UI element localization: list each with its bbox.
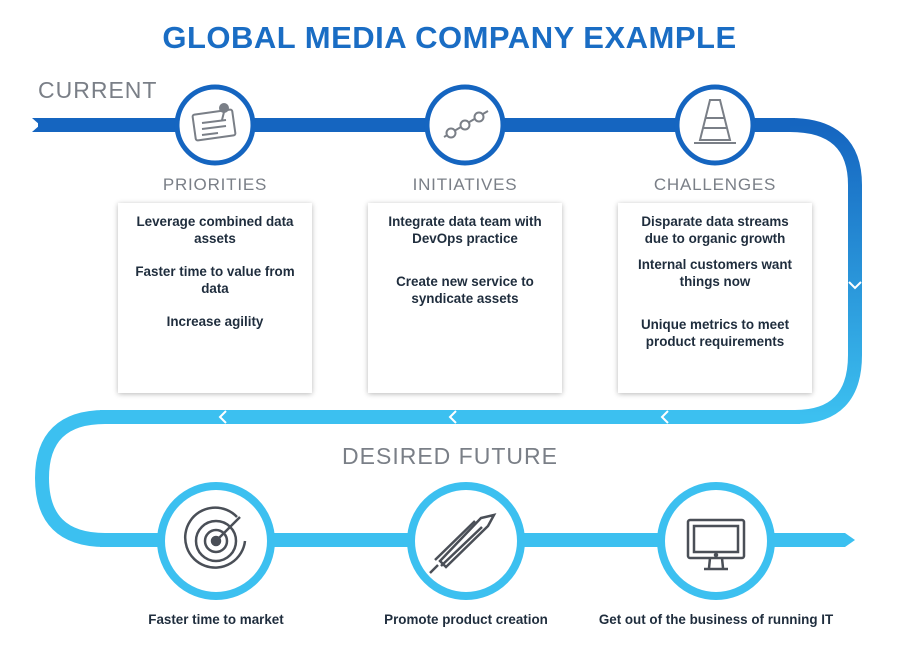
card-item: Internal customers want things now (637, 257, 793, 289)
future-icon-circle-2 (407, 482, 525, 600)
future-item-label: Promote product creation (384, 612, 548, 627)
future-icon-circle-3 (657, 482, 775, 600)
card-item: Leverage combined data assets (136, 214, 294, 246)
current-section-label: CURRENT (38, 77, 158, 103)
traffic-cone-icon (694, 99, 736, 144)
card-item: Integrate data team with DevOps practice (388, 214, 542, 246)
down-chevron-icon (848, 281, 862, 290)
challenges-icon-circle (674, 84, 756, 166)
card-item: Increase agility (166, 314, 264, 329)
right-turn-path (789, 118, 862, 424)
future-item-label: Get out of the business of running IT (598, 612, 834, 627)
left-chevron-icon (448, 410, 457, 424)
challenges-card: Disparate data streams due to organic gr… (618, 203, 812, 393)
priorities-card: Leverage combined data assets Faster tim… (118, 203, 312, 393)
radar-speed-icon (183, 506, 247, 569)
card-item: Unique metrics to meet product requireme… (640, 317, 790, 349)
card-item: Faster time to value from data (135, 264, 295, 296)
future-icon-circle-1 (157, 482, 275, 600)
left-turn-path (34, 410, 106, 547)
page-title: GLOBAL MEDIA COMPANY EXAMPLE (162, 20, 737, 55)
future-item-label: Faster time to market (148, 612, 284, 627)
priorities-icon-circle (174, 84, 256, 166)
initiatives-icon-circle (424, 84, 506, 166)
pencil-icon (429, 513, 497, 574)
card-item: Create new service to syndicate assets (396, 274, 534, 306)
left-chevron-icon (218, 410, 227, 424)
pinned-note-icon (191, 103, 237, 142)
monitor-icon (686, 518, 746, 571)
challenges-label: CHALLENGES (653, 175, 777, 194)
future-section-label: DESIRED FUTURE (342, 443, 558, 469)
initiatives-label: INITIATIVES (412, 175, 518, 194)
connected-nodes-icon (443, 110, 489, 139)
priorities-label: PRIORITIES (162, 175, 268, 194)
initiatives-card: Integrate data team with DevOps practice… (368, 203, 562, 393)
card-item: Disparate data streams due to organic gr… (641, 214, 789, 246)
left-chevron-icon (660, 410, 669, 424)
